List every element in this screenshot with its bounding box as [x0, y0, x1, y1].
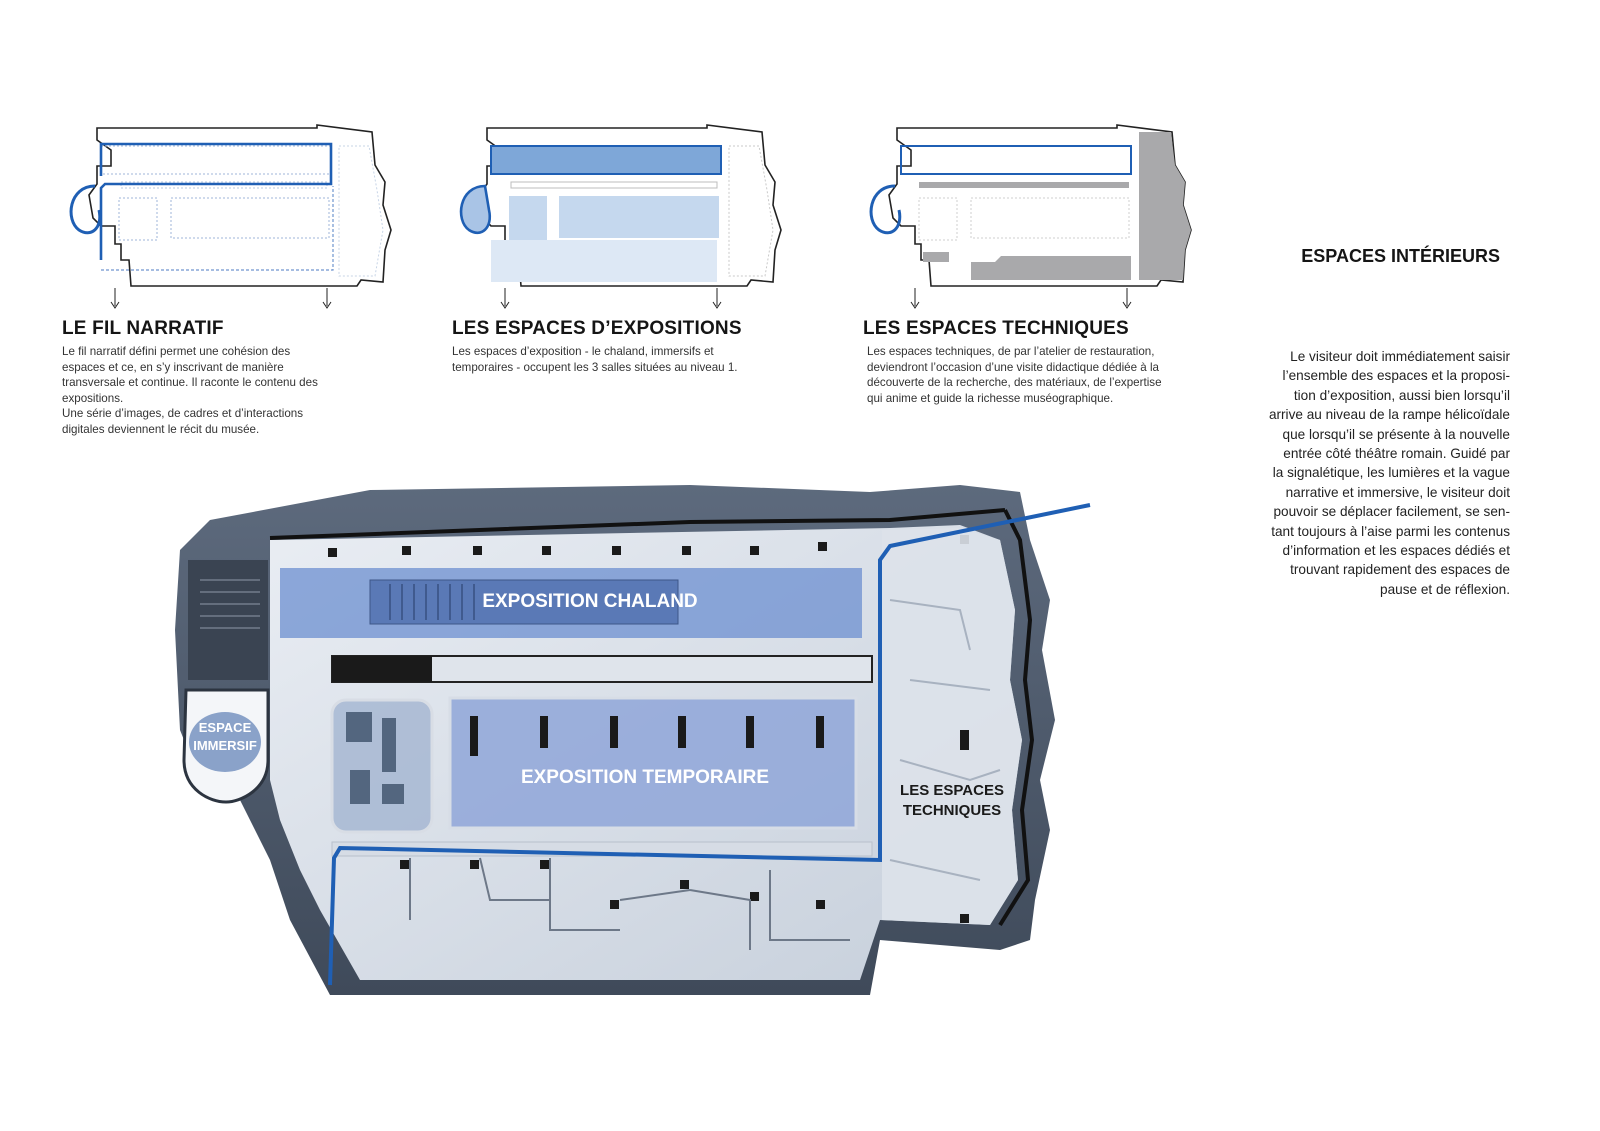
narrative-line-bottom	[101, 186, 334, 271]
plan-outline	[88, 124, 392, 287]
hall-temp-outline	[170, 197, 330, 239]
tech-small-fill	[923, 252, 949, 262]
label-exposition-temporaire: EXPOSITION TEMPORAIRE	[521, 767, 769, 788]
narrative-line	[99, 142, 333, 260]
tech-zone-outline	[338, 145, 384, 277]
section-text-fil-narratif: Le fil narratif défini permet une cohési…	[62, 345, 318, 436]
stair-steps	[200, 579, 260, 629]
chaland-boat-ribs	[389, 584, 475, 620]
top-wall-band	[269, 508, 1006, 540]
lower-zone-fill	[491, 240, 717, 282]
main-paragraph: Le visiteur doit immédiatement saisir l’…	[1268, 349, 1510, 597]
left-room-furniture	[346, 712, 404, 804]
technical-columns	[960, 730, 969, 923]
section-text-espaces-expositions: Les espaces d’exposition - le chaland, i…	[452, 345, 738, 374]
main-title: ESPACES INTÉRIEURS	[1301, 246, 1500, 266]
plan-espaces-expositions-diagram	[459, 124, 782, 309]
technical-partitions	[889, 599, 1001, 881]
plan-espaces-techniques-diagram	[869, 124, 1192, 309]
corridor-outline	[510, 181, 718, 189]
label-espace-immersif-line1: ESPACE	[199, 720, 252, 735]
stair-block	[188, 560, 268, 680]
immersive-space-disc	[189, 712, 261, 772]
immersive-loop	[869, 184, 902, 235]
tech-zone-outline	[728, 145, 774, 277]
hall-left-fill	[509, 196, 547, 240]
hall-chaland-outline	[900, 145, 1132, 175]
technical-spaces-zone	[882, 528, 1022, 925]
chaland-boat	[369, 579, 679, 625]
section-title-espaces-techniques: LES ESPACES TECHNIQUES	[863, 318, 1129, 339]
immersive-space-fill	[459, 184, 492, 235]
narrative-path	[328, 503, 1091, 986]
corridor-block	[332, 656, 432, 682]
columns-bottom-row	[400, 860, 825, 909]
label-exposition-chaland: EXPOSITION CHALAND	[482, 591, 697, 612]
label-espaces-techniques-line1: LES ESPACES	[900, 782, 1004, 799]
section-title-espaces-expositions: LES ESPACES D’EXPOSITIONS	[452, 318, 742, 339]
section-text-espaces-techniques: Les espaces techniques, de par l’atelier…	[867, 345, 1162, 405]
right-wall	[998, 509, 1035, 927]
axonometric-floor-view: ESPACE IMMERSIF EXPOSITION CHALAND	[175, 485, 1091, 995]
label-espaces-techniques-line2: TECHNIQUES	[903, 802, 1001, 819]
corridor-tech-fill	[919, 182, 1129, 188]
tech-bottom-fill	[971, 256, 1131, 280]
lower-partitions	[409, 857, 850, 950]
tech-zone-fill	[1139, 132, 1191, 280]
plan-fil-narratif-diagram	[69, 124, 392, 309]
plan-outline	[888, 124, 1192, 287]
hall-temp-outline	[970, 197, 1130, 239]
section-title-fil-narratif: LE FIL NARRATIF	[62, 318, 224, 339]
label-espace-immersif-line2: IMMERSIF	[193, 738, 257, 753]
hall-chaland-fill	[490, 145, 722, 175]
hall-exposition-temporaire	[448, 696, 858, 830]
columns-temporaire	[470, 716, 824, 756]
hall-temp-fill	[559, 196, 719, 238]
immersive-loop	[69, 184, 102, 235]
